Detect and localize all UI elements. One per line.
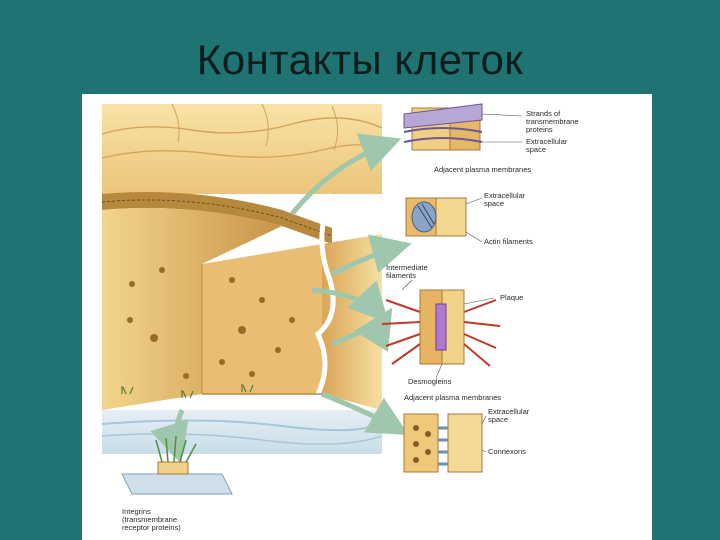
- junction-arrows: [150, 133, 412, 464]
- tight-junction-detail: [403, 103, 483, 151]
- middle-cell: [202, 244, 322, 394]
- label-strands-2: transmembrane: [526, 117, 579, 126]
- label-desmogleins: Desmogleins: [408, 377, 452, 386]
- label-intermediate: Intermediate: [386, 263, 428, 272]
- gap-junction-detail: [403, 413, 483, 473]
- label-extracellular-2b: space: [484, 199, 504, 208]
- label-extracellular-2: Extracellular: [484, 191, 526, 200]
- label-extracellular-3: Extracellular: [488, 407, 530, 416]
- label-strands: Strands of: [526, 109, 561, 118]
- integrin-detail: [121, 435, 233, 495]
- desmosome-spots: [127, 267, 295, 379]
- right-cell: [322, 234, 382, 410]
- epithelial-surface: [101, 103, 383, 194]
- tight-junction-band: [101, 192, 333, 244]
- label-adjacent-membranes-1: Adjacent plasma membranes: [434, 165, 531, 174]
- label-adjacent-membranes-2: Adjacent plasma membranes: [404, 393, 501, 402]
- label-extracellular-1: Extracellular: [526, 137, 568, 146]
- left-cell: [102, 208, 282, 410]
- label-integrins-2: (transmembrane: [122, 515, 177, 524]
- desmosome-detail: [381, 289, 501, 367]
- cell-boundary: [314, 192, 336, 411]
- adherens-junction-detail: [405, 197, 467, 237]
- label-strands-3: proteins: [526, 125, 553, 134]
- label-actin-filaments: Actin filaments: [484, 237, 533, 246]
- label-integrins: Integrins: [122, 507, 151, 516]
- label-intermediate-2: filaments: [386, 271, 416, 280]
- label-extracellular-1b: space: [526, 145, 546, 154]
- hemidesmosome-tufts: [121, 384, 254, 399]
- slide-title: Контакты клеток: [196, 36, 524, 83]
- label-connexons: Connexons: [488, 447, 526, 456]
- label-plaque: Plaque: [500, 293, 523, 302]
- cell-junctions-diagram: Strands of transmembrane proteins Extrac…: [101, 103, 579, 532]
- label-integrins-3: receptor proteins): [122, 523, 181, 532]
- basement-membrane: [101, 410, 383, 454]
- cell-junctions-figure: Strands of transmembrane proteins Extrac…: [82, 94, 652, 540]
- label-extracellular-3b: space: [488, 415, 508, 424]
